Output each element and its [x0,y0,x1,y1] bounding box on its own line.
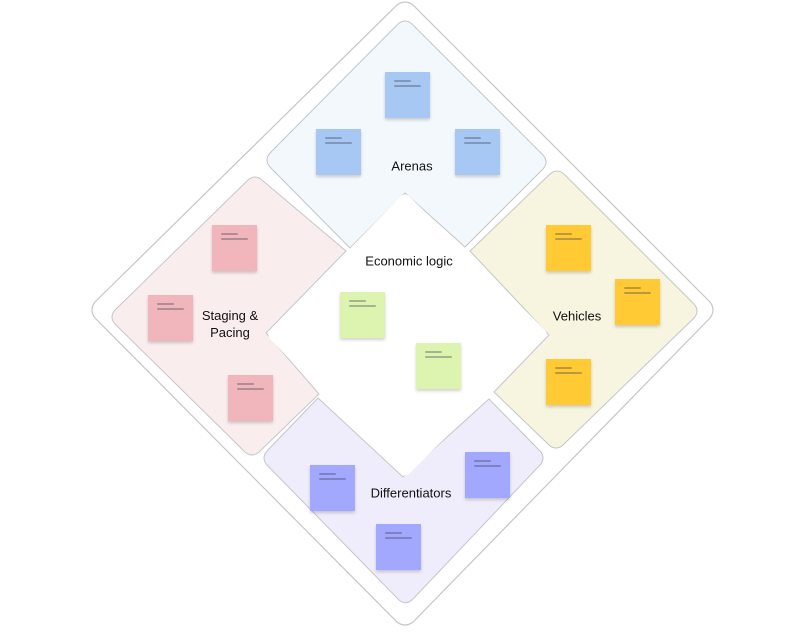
economic-logic-sticky-note[interactable] [416,343,461,389]
economic-logic-label: Economic logic [365,253,453,269]
staging-pacing-quadrant[interactable] [111,176,347,456]
differentiators-quadrant[interactable] [263,397,544,604]
staging-pacing-sticky-note[interactable] [148,295,193,341]
arenas-sticky-note[interactable] [455,129,500,175]
arenas-sticky-note[interactable] [316,129,361,175]
vehicles-quadrant[interactable] [469,170,698,449]
staging-pacing-label: Staging & Pacing [202,307,258,341]
differentiators-label: Differentiators [370,485,452,501]
staging-pacing-sticky-note[interactable] [228,375,273,421]
vehicles-sticky-note[interactable] [615,279,660,325]
vehicles-sticky-note[interactable] [546,225,591,271]
vehicles-sticky-note[interactable] [546,359,591,405]
staging-pacing-sticky-note[interactable] [212,225,257,271]
vehicles-label: Vehicles [552,308,602,324]
arenas-sticky-note[interactable] [385,72,430,118]
differentiators-sticky-note[interactable] [376,524,421,570]
arenas-quadrant[interactable] [266,20,547,249]
staging-pacing-label-line-1: Staging & [201,308,259,323]
arenas-label: Arenas [391,158,433,174]
economic-logic-sticky-note[interactable] [340,292,385,338]
economic-logic-center[interactable] [268,194,547,476]
staging-pacing-label-line-2: Pacing [210,325,250,340]
differentiators-sticky-note[interactable] [465,452,510,498]
differentiators-sticky-note[interactable] [310,465,355,511]
